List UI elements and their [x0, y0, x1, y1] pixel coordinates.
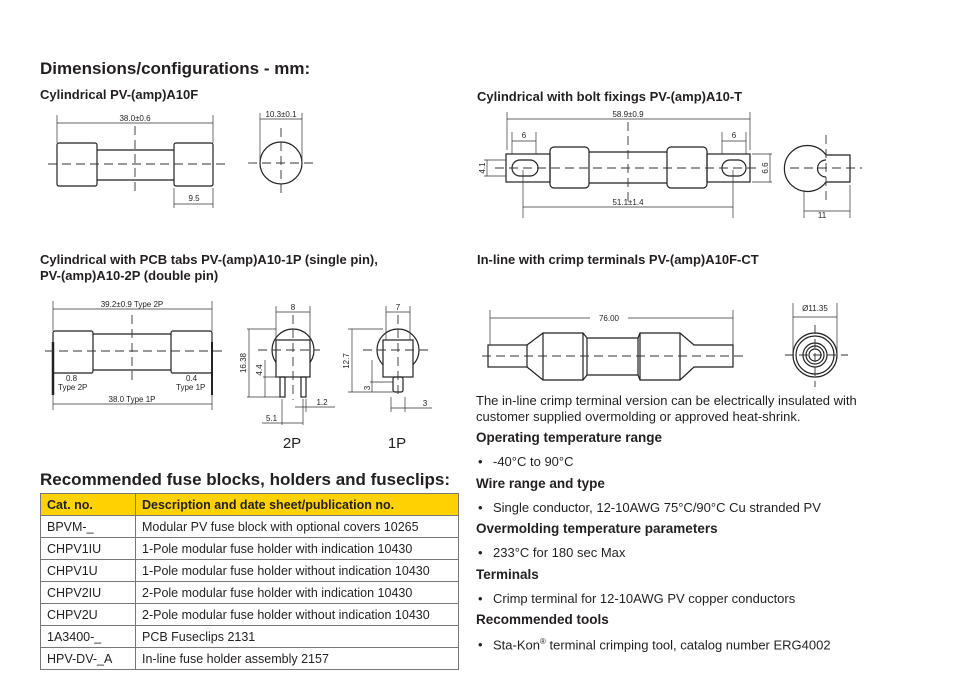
cat-no: CHPV1IU: [40, 537, 136, 560]
spec-bullet: •Single conductor, 12-10AWG 75°C/90°C Cu…: [478, 500, 821, 515]
fig4-caption: In-line with crimp terminals PV-(amp)A10…: [477, 252, 759, 267]
cat-no: HPV-DV-_A: [40, 647, 136, 670]
svg-text:3: 3: [423, 399, 428, 408]
spec-heading: Terminals: [476, 567, 539, 582]
svg-text:6: 6: [522, 131, 527, 140]
svg-text:12.7: 12.7: [342, 353, 351, 369]
svg-text:4.1: 4.1: [478, 162, 487, 174]
svg-text:Type 1P: Type 1P: [176, 383, 205, 392]
table-title: Recommended fuse blocks, holders and fus…: [40, 470, 450, 489]
description: 1-Pole modular fuse holder with indicati…: [135, 537, 459, 560]
spec-heading: Recommended tools: [476, 612, 609, 627]
description: In-line fuse holder assembly 2157: [135, 647, 459, 670]
svg-text:0.8: 0.8: [66, 374, 78, 383]
svg-text:10.3±0.1: 10.3±0.1: [265, 110, 297, 119]
cat-no: CHPV1U: [40, 559, 136, 582]
svg-text:58.9±0.9: 58.9±0.9: [612, 110, 644, 119]
svg-text:8: 8: [291, 303, 296, 312]
svg-text:16.38: 16.38: [239, 352, 248, 373]
svg-text:51.1±1.4: 51.1±1.4: [612, 198, 644, 207]
svg-text:6: 6: [732, 131, 737, 140]
description: PCB Fuseclips 2131: [135, 625, 459, 648]
svg-text:38.0±0.6: 38.0±0.6: [119, 114, 151, 123]
fig3-caption-1: Cylindrical with PCB tabs PV-(amp)A10-1P…: [40, 252, 378, 267]
page-title: Dimensions/configurations - mm:: [40, 59, 311, 78]
spec-bullet: •Crimp terminal for 12-10AWG PV copper c…: [478, 591, 796, 606]
cat-no: CHPV2IU: [40, 581, 136, 604]
description: 2-Pole modular fuse holder with indicati…: [135, 581, 459, 604]
table-row: BPVM-_Modular PV fuse block with optiona…: [40, 515, 459, 538]
fuse-drawing-inline: 76.00 Ø11.35: [482, 303, 848, 387]
fig3-caption-2: PV-(amp)A10-2P (double pin): [40, 268, 219, 283]
fig2-caption: Cylindrical with bolt fixings PV-(amp)A1…: [477, 89, 743, 104]
svg-text:2P: 2P: [283, 435, 301, 452]
svg-text:9.5: 9.5: [188, 194, 200, 203]
svg-text:76.00: 76.00: [599, 314, 620, 323]
col-header-description: Description and date sheet/publication n…: [135, 493, 459, 516]
svg-text:3: 3: [363, 385, 372, 390]
spec-bullet: •Sta-Kon® terminal crimping tool, catalo…: [478, 637, 831, 653]
spec-bullet: •233°C for 180 sec Max: [478, 545, 626, 560]
svg-text:4.4: 4.4: [255, 364, 264, 376]
fuse-drawing-a10f: 38.0±0.6 9.5 10.3±0.1: [48, 110, 318, 208]
spec-heading: Overmolding temperature parameters: [476, 521, 718, 536]
description: 1-Pole modular fuse holder without indic…: [135, 559, 459, 582]
svg-text:7: 7: [396, 303, 401, 312]
spec-heading: Wire range and type: [476, 476, 605, 491]
recommended-products-table: Cat. no. Description and date sheet/publ…: [40, 493, 459, 670]
svg-text:39.2±0.9 Type 2P: 39.2±0.9 Type 2P: [101, 300, 164, 309]
svg-text:1.2: 1.2: [316, 398, 328, 407]
description: 2-Pole modular fuse holder without indic…: [135, 603, 459, 626]
description: Modular PV fuse block with optional cove…: [135, 515, 459, 538]
svg-text:Ø11.35: Ø11.35: [802, 304, 828, 313]
fig1-caption: Cylindrical PV-(amp)A10F: [40, 87, 199, 102]
fuse-drawing-bolt: 58.9±0.9 6 6 51.1±1.4 4.1 6.6 11: [478, 110, 862, 220]
inline-note: The in-line crimp terminal version can b…: [476, 393, 857, 424]
svg-text:6.6: 6.6: [761, 162, 770, 174]
cat-no: CHPV2U: [40, 603, 136, 626]
svg-text:1P: 1P: [388, 435, 406, 452]
cat-no: BPVM-_: [40, 515, 136, 538]
svg-text:Type 2P: Type 2P: [58, 383, 87, 392]
svg-text:11: 11: [818, 211, 827, 220]
table-row: 1A3400-_PCB Fuseclips 2131: [40, 625, 459, 648]
col-header-cat-no: Cat. no.: [40, 493, 136, 516]
cat-no: 1A3400-_: [40, 625, 136, 648]
spec-bullet: •-40°C to 90°C: [478, 454, 574, 469]
svg-text:0.4: 0.4: [186, 374, 198, 383]
spec-heading: Operating temperature range: [476, 430, 663, 445]
svg-text:5.1: 5.1: [266, 414, 278, 423]
table-header-row: Cat. no. Description and date sheet/publ…: [40, 493, 459, 516]
svg-text:38.0 Type 1P: 38.0 Type 1P: [109, 395, 156, 404]
